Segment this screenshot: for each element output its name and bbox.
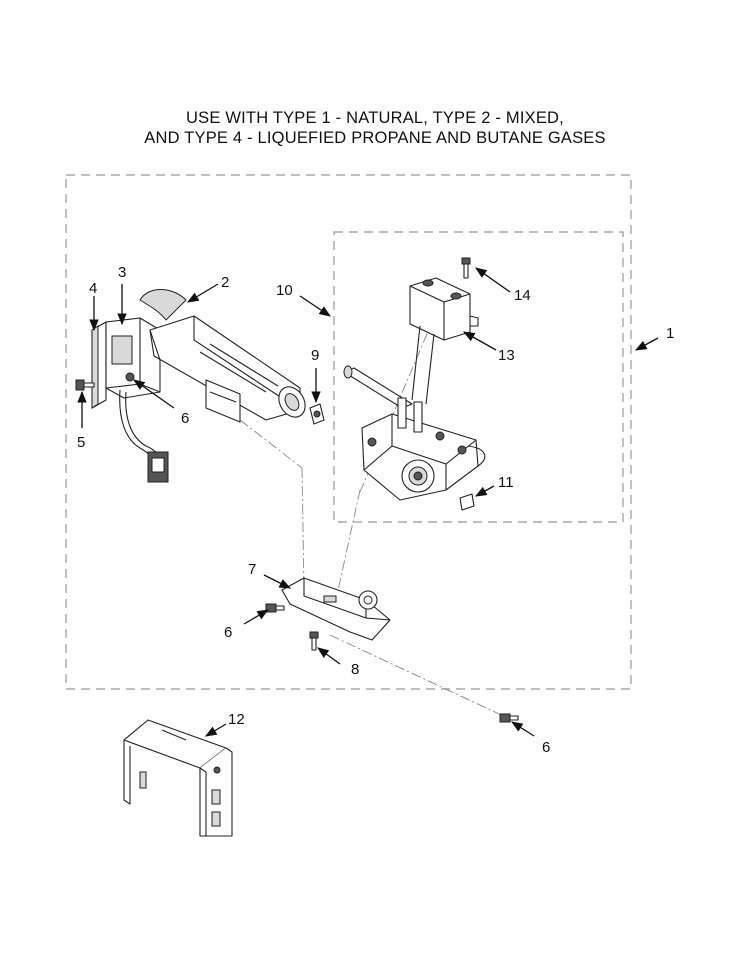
- part-3-ignitor-bracket: [105, 317, 161, 399]
- callout-5: 5: [77, 434, 85, 451]
- part-4-mounting-plate: [91, 321, 107, 409]
- part-14-coil-screw: [461, 257, 471, 279]
- callout-3: 3: [118, 264, 126, 281]
- part-10-gas-valve: [343, 365, 486, 501]
- callout-13: 13: [498, 347, 515, 364]
- part-11-valve-clip: [459, 493, 475, 511]
- callout-labels: 1 2 3 4 5 6 6 6 7 8 9 10 11 12 13 14: [77, 264, 674, 756]
- screw-5: [75, 379, 95, 391]
- harness-wires-and-connector: [119, 389, 169, 483]
- callout-14: 14: [514, 287, 531, 304]
- screw-6-lower: [499, 713, 519, 723]
- callout-4: 4: [89, 280, 97, 297]
- screw-6-bracket: [265, 603, 285, 613]
- callout-1: 1: [666, 325, 674, 342]
- callout-6-bracket: 6: [224, 624, 232, 641]
- callout-8: 8: [351, 661, 359, 678]
- part-13-valve-coil: [409, 277, 479, 405]
- part-12-mounting-bracket: [123, 719, 233, 837]
- callout-12: 12: [228, 711, 245, 728]
- part-9-orifice: [309, 403, 325, 425]
- screw-8: [309, 631, 319, 651]
- callout-7: 7: [248, 561, 256, 578]
- title-line-2: AND TYPE 4 - LIQUEFIED PROPANE AND BUTAN…: [144, 129, 606, 147]
- callout-11: 11: [498, 474, 514, 491]
- valve-assembly-10-boundary: [333, 231, 624, 523]
- title-line-1: USE WITH TYPE 1 - NATURAL, TYPE 2 - MIXE…: [186, 109, 564, 127]
- callout-2: 2: [221, 274, 229, 291]
- diagram-title: USE WITH TYPE 1 - NATURAL, TYPE 2 - MIXE…: [0, 108, 750, 148]
- part-2-burner-tube: [139, 289, 306, 423]
- callout-6-lower: 6: [542, 739, 550, 756]
- callout-arrows: [77, 267, 659, 737]
- callout-10: 10: [276, 282, 293, 299]
- part-7-valve-bracket: [281, 577, 391, 641]
- callout-6-upper: 6: [181, 410, 189, 427]
- callout-9: 9: [311, 347, 319, 364]
